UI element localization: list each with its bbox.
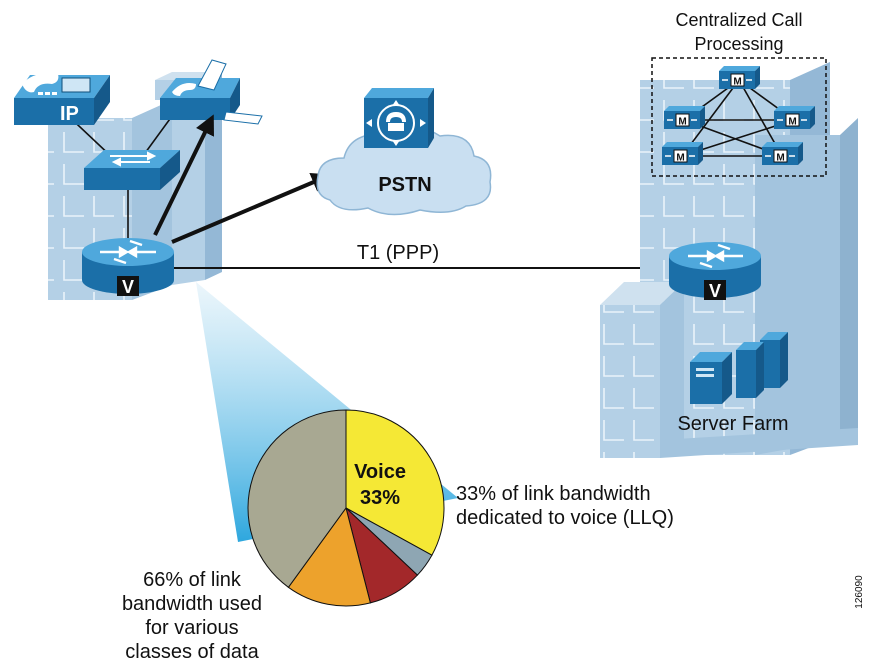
call-manager-badge-box	[675, 113, 690, 127]
pstn-label: PSTN	[378, 174, 431, 196]
pstn-cloud: PSTN	[316, 125, 492, 216]
hq-voice-badge: V	[709, 281, 721, 301]
call-manager-side	[700, 106, 705, 129]
call-manager-servers: M M M M M	[662, 66, 815, 165]
pstn-switch-icon	[364, 88, 434, 148]
call-manager-side	[698, 142, 703, 165]
cluster-label-line2: Processing	[694, 34, 783, 54]
call-manager-side	[798, 142, 803, 165]
call-manager-badge-box	[785, 113, 800, 127]
voice-gateway-badge-box	[117, 276, 139, 296]
data-note-line2: bandwidth used	[122, 593, 262, 615]
t1-link-label: T1 (PPP)	[357, 242, 439, 264]
call-manager-badge-box	[673, 149, 688, 163]
call-manager-badge: M	[733, 77, 741, 88]
call-manager-top	[664, 106, 705, 111]
voice-slice-title: Voice	[354, 461, 406, 483]
figure-id: 126090	[854, 575, 865, 609]
voice-note-line1: 33% of link bandwidth	[456, 483, 651, 505]
call-manager-icon: M	[762, 142, 803, 165]
bandwidth-pie-chart	[247, 409, 445, 607]
lan-switch-icon	[84, 150, 180, 190]
call-manager-badge: M	[788, 117, 796, 128]
t1-link: T1 (PPP)	[174, 242, 670, 269]
call-manager-top	[719, 66, 760, 71]
call-manager-badge-box	[730, 73, 745, 87]
call-manager-icon: M	[774, 106, 815, 129]
call-manager-badge: M	[678, 117, 686, 128]
fax-machine-icon	[160, 59, 263, 125]
call-manager-side	[755, 66, 760, 89]
data-note-line3: for various	[145, 617, 238, 639]
call-manager-top	[762, 142, 803, 147]
call-manager-top	[774, 106, 815, 111]
server-farm-label: Server Farm	[677, 413, 788, 435]
voice-note-line2: dedicated to voice (LLQ)	[456, 507, 674, 529]
voice-slice-percent: 33%	[360, 487, 400, 509]
call-manager-badge-box	[773, 149, 788, 163]
call-manager-top	[662, 142, 703, 147]
branch-traffic-arrows	[153, 114, 332, 244]
branch-voice-badge: V	[122, 277, 134, 297]
call-manager-badge: M	[776, 153, 784, 164]
data-note-line4: classes of data	[125, 641, 259, 663]
call-manager-icon: M	[662, 142, 703, 165]
pie-slice-voice	[345, 409, 445, 556]
call-manager-icon: M	[664, 106, 705, 129]
cluster-label-line1: Centralized Call	[675, 10, 802, 30]
hq-router-icon: V	[669, 242, 761, 301]
ip-phone-badge: IP	[60, 103, 79, 125]
call-manager-icon: M	[719, 66, 760, 89]
call-manager-badge: M	[676, 153, 684, 164]
call-manager-side	[810, 106, 815, 129]
server-farm-icon: Server Farm	[677, 332, 789, 435]
data-note-line1: 66% of link	[143, 569, 242, 591]
branch-router-icon: V	[82, 238, 174, 297]
pie-slice-data-class-4	[247, 409, 347, 588]
cluster-boundary	[651, 57, 827, 177]
ip-phone-icon: IP	[14, 73, 110, 125]
pie-slice-data-class-3	[287, 506, 371, 607]
